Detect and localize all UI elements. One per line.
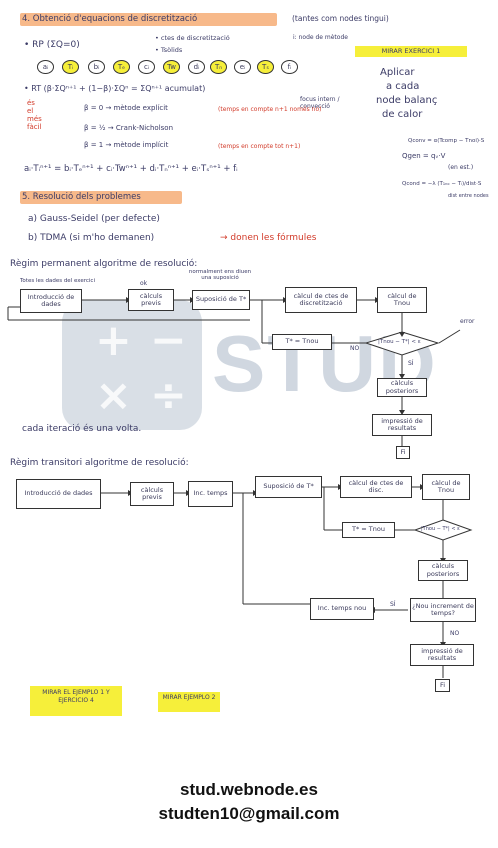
flow2-title: Règim transitori algoritme de resolució: (10, 458, 189, 468)
footer-site: stud.webnode.es (180, 780, 318, 799)
q-cond: Qcond = −λ (T₁ₙₒ − Tᵢ)/dist·S (402, 181, 482, 187)
node-d: dᵢ (188, 60, 205, 74)
node-e: eᵢ (234, 60, 251, 74)
flow1-decision-label: |Tnou − T*| < ε (378, 339, 421, 345)
flow2-impressio-box: impressió de resultats (410, 644, 474, 666)
flow2-si: SÍ (390, 601, 396, 608)
side-word-2: el (27, 107, 34, 115)
flow1-note-top: Totes les dades del exercici (20, 278, 95, 284)
beta-1: β = 1 → mètode implícit (84, 141, 169, 149)
watermark-times-icon: × (95, 370, 132, 421)
node-tw: Tw (163, 60, 180, 74)
flow2-posteriors-box: càlculs posteriors (418, 560, 468, 581)
node-a: aᵢ (37, 60, 54, 74)
section4-note: (tantes com nodes tingui) (292, 14, 389, 23)
watermark-plus-icon: + (95, 315, 132, 366)
flow1-error: error (460, 318, 475, 325)
node-c: cᵢ (138, 60, 155, 74)
flow2-decision-label: |Tnou − T*| < ε (421, 526, 460, 532)
flow2-fi-box: Fi (435, 679, 450, 692)
q-gen: Qgen = qᵥ·V (402, 152, 446, 160)
rt-note: focus intern / convecció (300, 96, 340, 110)
cada-iteracio-note: cada iteració és una volta. (22, 424, 142, 434)
flow2-calcul-t-box: càlcul de Tnou (422, 474, 470, 500)
flow1-calcul-t-box: càlcul de Tnou (377, 287, 427, 313)
flow1-posteriors-box: càlculs posteriors (377, 378, 427, 397)
aplicar-line-4: de calor (382, 109, 423, 120)
flow2-swap-box: T* = Tnou (342, 522, 395, 538)
rt-label: • RT (β·ΣQⁿ⁺¹ + (1−β)·ΣQⁿ = ΣQⁿ⁺¹ acumul… (24, 84, 206, 93)
flow1-fi-box: Fi (396, 446, 410, 459)
flow1-calculs-box: càlculs previs (128, 289, 174, 311)
node-tn: Tₙ (210, 60, 227, 74)
section5-a: a) Gauss-Seidel (per defecte) (28, 214, 160, 224)
flow1-intro-box: Introducció de dades (20, 289, 82, 313)
flow1-note-supos: normalment ens diuen una suposició (188, 269, 252, 281)
footer-email: studten10@gmail.com (158, 804, 340, 823)
watermark-minus-icon: − (150, 315, 187, 366)
rp-note-1: • ctes de discretització (155, 34, 230, 42)
flow2-coefs-box: càlcul de ctes de disc. (340, 476, 412, 498)
node-ts: Tₛ (257, 60, 274, 74)
beta-0-note: (temps en compte n+1 només no) (218, 106, 322, 113)
node-te: Tₑ (113, 60, 130, 74)
node-f: fᵢ (281, 60, 298, 74)
flow1-title: Règim permanent algoritme de resolució: (10, 259, 198, 269)
mirar-exercici-1: MIRAR EXERCICI 1 (355, 46, 467, 57)
flow1-note-ok: ok (140, 280, 148, 287)
flow2-nou-inc-box: ¿Nou increment de temps? (410, 598, 476, 622)
watermark-divide-icon: ÷ (150, 370, 187, 421)
beta-half: β = ½ → Crank-Nicholson (84, 124, 174, 132)
side-word-3: més (27, 115, 42, 123)
side-word-1: és (27, 99, 35, 107)
q-cond-note: dist entre nodes (448, 193, 489, 199)
flow2-inc-temps-nou-box: Inc. temps nou (310, 598, 374, 620)
rp-note-3: • Tsòlids (155, 46, 183, 54)
flow1-suposicio-box: Suposició de T* (192, 290, 250, 310)
flow2-suposicio-box: Suposició de T* (255, 476, 322, 498)
node-b: bᵢ (88, 60, 105, 74)
discretization-equation: aᵢ·Tᵢⁿ⁺¹ = bᵢ·Tₑⁿ⁺¹ + cᵢ·Twⁿ⁺¹ + dᵢ·Tₙⁿ⁺… (24, 164, 238, 174)
section4-title: 4. Obtenció d'equacions de discretitzaci… (20, 13, 277, 26)
side-word-4: fàcil (27, 123, 42, 131)
flow2-no: NO (450, 630, 460, 637)
flow1-si: SÍ (408, 360, 414, 367)
q-gen-note: (en est.) (448, 164, 474, 171)
section5-b: b) TDMA (si m'ho demanen) (28, 233, 155, 243)
flow2-intro-box: Introducció de dades (16, 479, 101, 509)
aplicar-line-3: node balanç (376, 95, 438, 106)
beta-0: β = 0 → mètode explícit (84, 104, 168, 112)
aplicar-line-2: a cada (386, 81, 420, 92)
rp-note-2: i: node de mètode (293, 34, 348, 41)
node-t: Tᵢ (62, 60, 79, 74)
flow1-no: NO (350, 345, 360, 352)
aplicar-line-1: Aplicar (380, 67, 415, 78)
flow1-swap-box: T* = Tnou (272, 334, 332, 350)
rp-label: • RP (ΣQ=0) (24, 40, 80, 50)
q-conv: Qconv = α(Tcomp − Tnoi)·S (408, 138, 485, 144)
mirar-ejemplo-2: MIRAR EJEMPLO 2 (158, 692, 220, 712)
flow2-inc-temps-box: Inc. temps (188, 481, 233, 507)
flow1-impressio-box: impressió de resultats (372, 414, 432, 436)
beta-1-note: (temps en compte tot n+1) (218, 143, 301, 150)
mirar-ejemplo-1: MIRAR EL EJEMPLO 1 Y EJERCICIO 4 (30, 686, 122, 716)
flow1-coefs-box: càlcul de ctes de discretització (285, 287, 357, 313)
section5-title: 5. Resolució dels problemes (20, 191, 182, 204)
flow2-calculs-box: càlculs previs (130, 482, 174, 506)
section5-b-arrow: → donen les fórmules (220, 233, 317, 243)
